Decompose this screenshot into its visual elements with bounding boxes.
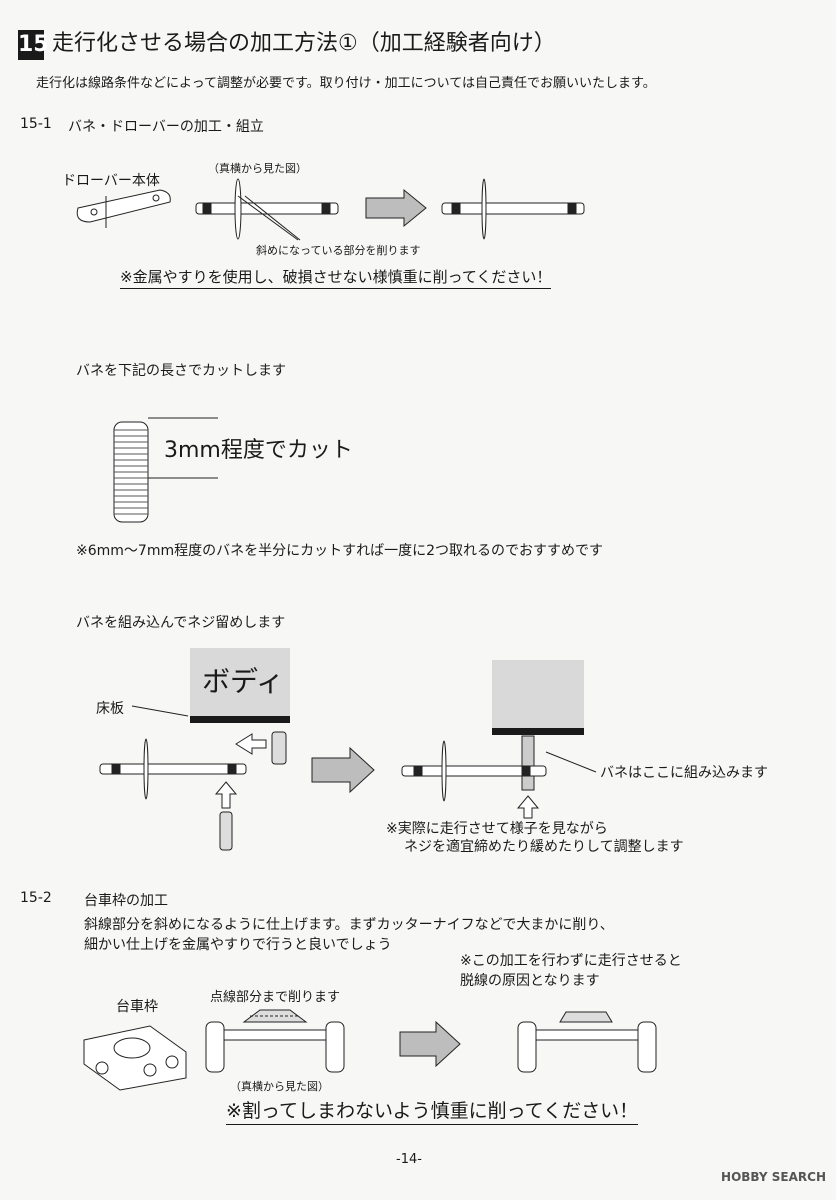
dotted-note: 点線部分まで削ります: [210, 990, 341, 1005]
step2-number: 15-2: [20, 890, 52, 906]
spring-tip: ※6mm〜7mm程度のバネを半分にカットすれば一度に2つ取れるのでおすすめです: [76, 543, 604, 559]
bogie-side-before: [205, 1009, 345, 1073]
body-block-assembled: [492, 660, 584, 732]
side-view-label-1: （真横から見た図）: [208, 162, 307, 175]
spring-here-label: バネはここに組み込みます: [600, 765, 768, 781]
floor-label: 床板: [96, 701, 124, 717]
side-view-label-2: （真横から見た図）: [230, 1080, 329, 1093]
arrow-right-icon: [399, 1020, 461, 1068]
adjust-note-1: ※実際に走行させて様子を見ながら: [386, 821, 608, 837]
arrow-right-icon: [365, 188, 427, 228]
derail-note-2: 脱線の原因となります: [460, 973, 600, 989]
adjust-note-2: ネジを適宜締めたり緩めたりして調整します: [404, 839, 684, 855]
step2-desc-2: 細かい仕上げを金属やすりで行うと良いでしょう: [84, 937, 392, 953]
cut-length-label: 3mm程度でカット: [164, 438, 353, 463]
spring-icon: [113, 417, 218, 523]
assembly-before: [99, 705, 287, 851]
body-floor-bar: [190, 716, 290, 723]
assemble-intro: バネを組み込んでネジ留めします: [76, 615, 286, 631]
crack-warning: ※割ってしまわないよう慎重に削ってください！: [226, 1096, 639, 1125]
step1-heading: バネ・ドローバーの加工・組立: [68, 119, 264, 135]
derail-note-1: ※この加工を行わずに走行させると: [460, 953, 682, 969]
page-number: -14-: [396, 1152, 422, 1167]
bogie-frame-isometric: [83, 1025, 187, 1091]
bogie-side-after: [517, 1011, 657, 1073]
slant-note: 斜めになっている部分を削ります: [256, 244, 421, 257]
drawbar-label: ドローバー本体: [62, 173, 160, 189]
section-title: 走行化させる場合の加工方法①（加工経験者向け）: [52, 31, 556, 56]
step1-number: 15-1: [20, 116, 52, 132]
body-floor-bar-assembled: [492, 728, 584, 735]
body-block: ボディ: [190, 648, 290, 720]
step2-desc-1: 斜線部分を斜めになるように仕上げます。まずカッターナイフなどで大まかに削り、: [84, 917, 614, 933]
assembly-after: [401, 735, 597, 819]
intro-text: 走行化は線路条件などによって調整が必要です。取り付け・加工については自己責任でお…: [36, 76, 656, 91]
drawbar-side-view-finished: [441, 178, 585, 240]
file-warning: ※金属やすりを使用し、破損させない様慎重に削ってください！: [120, 266, 552, 289]
body-label: ボディ: [202, 665, 285, 698]
section-number: 15: [18, 30, 49, 60]
bogie-label: 台車枠: [116, 999, 158, 1015]
drawbar-isometric: [76, 189, 171, 228]
spring-cut-intro: バネを下記の長さでカットします: [76, 363, 286, 379]
watermark-logo: HOBBY SEARCH: [721, 1170, 826, 1184]
arrow-right-icon: [311, 746, 375, 794]
drawbar-side-view: [195, 178, 339, 241]
step2-heading: 台車枠の加工: [84, 893, 168, 909]
